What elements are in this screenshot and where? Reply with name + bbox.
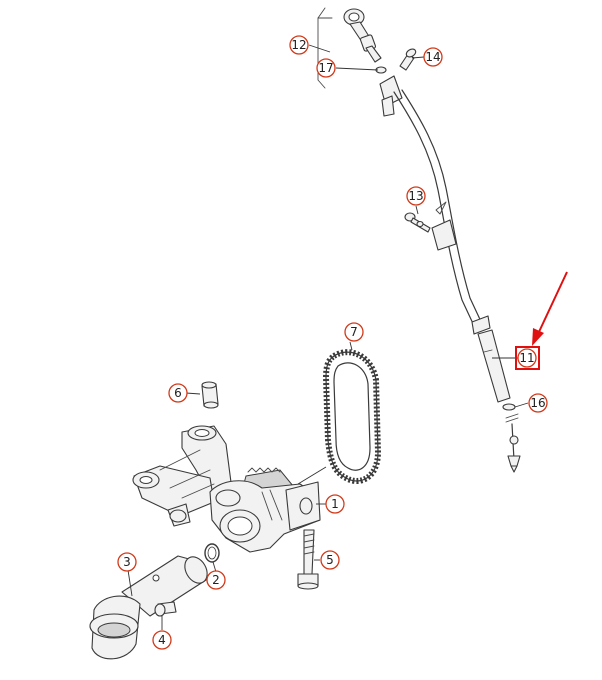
svg-text:7: 7 — [350, 325, 358, 339]
svg-text:4: 4 — [158, 633, 166, 647]
callout-11[interactable]: 11 — [517, 348, 537, 368]
svg-text:1: 1 — [331, 497, 339, 511]
svg-text:11: 11 — [519, 351, 534, 365]
leader-lines — [127, 44, 529, 630]
callout-2[interactable]: 2 — [206, 570, 226, 590]
tube-bracket — [431, 219, 457, 251]
svg-text:2: 2 — [212, 573, 220, 587]
bracket-16 — [317, 7, 326, 89]
sleeve — [201, 381, 219, 409]
callout-12[interactable]: 16 — [528, 393, 548, 413]
tube-lower-section — [477, 329, 511, 403]
callout-3[interactable]: 3 — [117, 552, 137, 572]
highlight-box — [515, 346, 540, 370]
bolt-5 — [297, 529, 319, 590]
svg-text:17: 17 — [318, 61, 333, 75]
svg-text:6: 6 — [174, 386, 182, 400]
svg-text:12: 12 — [291, 38, 306, 52]
svg-text:3: 3 — [123, 555, 131, 569]
o-ring — [204, 543, 220, 563]
dipstick-tube-assembly — [317, 7, 521, 473]
svg-text:14: 14 — [425, 50, 440, 64]
callout-1[interactable]: 1 — [325, 494, 345, 514]
suction-pipe — [89, 555, 208, 660]
highlight-arrow — [532, 271, 568, 346]
callout-4[interactable]: 4 — [152, 630, 172, 650]
callout-6[interactable]: 6 — [168, 383, 188, 403]
oil-pump-housing — [132, 425, 321, 553]
svg-text:13: 13 — [408, 189, 423, 203]
callout-7[interactable]: 7 — [344, 322, 364, 342]
callout-17[interactable]: 17 — [316, 58, 336, 78]
svg-text:5: 5 — [326, 553, 334, 567]
callout-13[interactable]: 13 — [406, 186, 426, 206]
callout-16[interactable]: 12 — [289, 35, 309, 55]
svg-text:16: 16 — [530, 396, 545, 410]
toothed-belt — [322, 349, 382, 484]
callout-5[interactable]: 5 — [320, 550, 340, 570]
callout-14[interactable]: 14 — [423, 47, 443, 67]
